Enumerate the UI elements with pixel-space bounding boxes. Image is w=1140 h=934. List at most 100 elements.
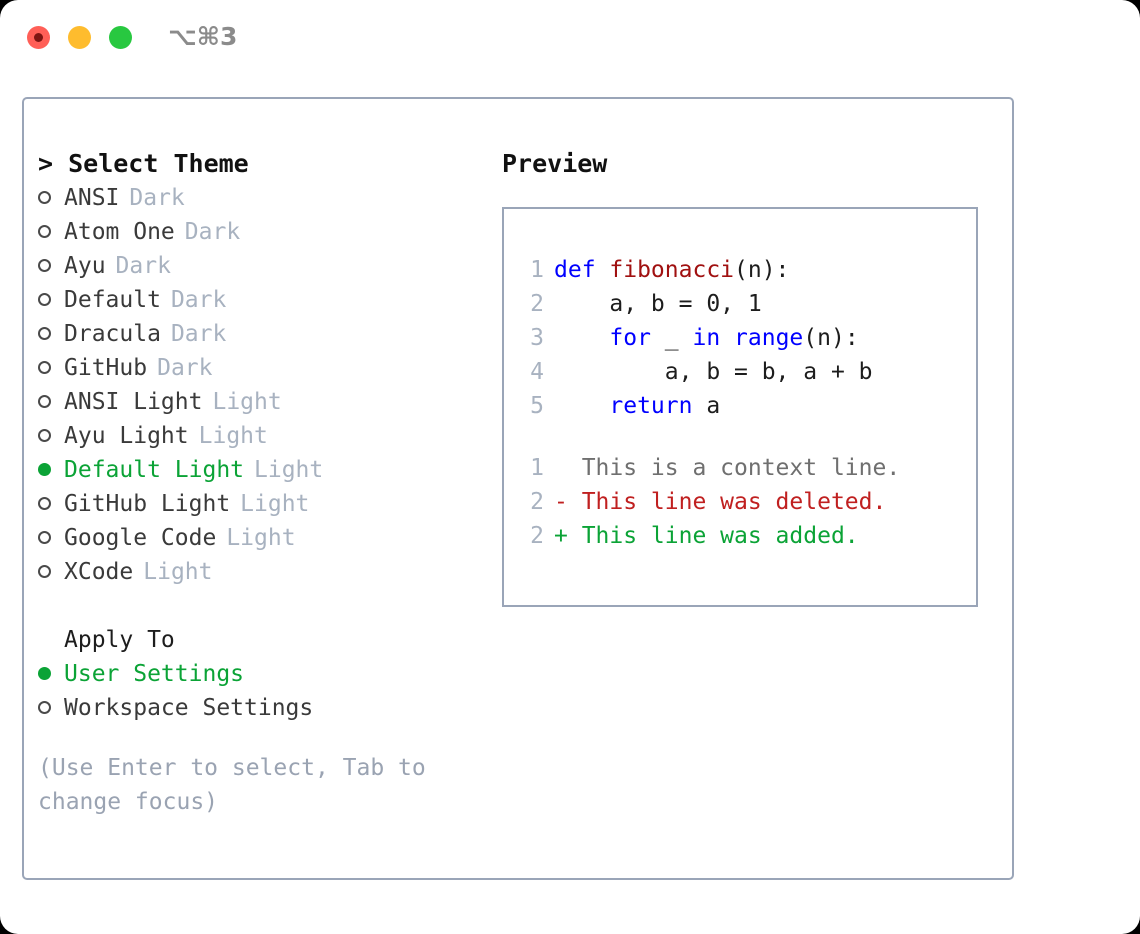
radio-unselected-icon	[38, 565, 51, 578]
apply-to-option-0[interactable]: User Settings	[38, 657, 498, 691]
theme-variant-badge: Light	[226, 525, 296, 551]
diff-line: 2 + This line was added.	[518, 519, 970, 553]
radio-unselected-icon	[38, 327, 51, 340]
theme-option-label: Ayu	[64, 253, 106, 279]
diff-gap	[518, 423, 970, 451]
close-button-icon[interactable]	[27, 26, 50, 49]
line-number: 2	[530, 489, 544, 515]
line-number: 1	[530, 257, 544, 283]
radio-marker	[38, 181, 64, 215]
theme-option-5[interactable]: GitHub Dark	[38, 351, 498, 385]
theme-variant-badge: Light	[254, 457, 324, 483]
radio-marker	[38, 453, 64, 487]
radio-marker	[38, 385, 64, 419]
theme-variant-badge: Light	[240, 491, 310, 517]
radio-marker	[38, 555, 64, 589]
theme-option-10[interactable]: Google Code Light	[38, 521, 498, 555]
code-token: (n):	[803, 325, 859, 351]
line-number: 4	[530, 359, 544, 385]
theme-variant-badge: Dark	[170, 287, 227, 313]
theme-variant-badge: Dark	[115, 253, 171, 279]
theme-option-label: GitHub Light	[64, 491, 231, 517]
diff-line: 1 This is a context line.	[518, 451, 970, 485]
preview-title: Preview	[502, 149, 608, 178]
theme-option-1[interactable]: Atom One Dark	[38, 215, 498, 249]
code-token: range	[734, 325, 804, 351]
radio-unselected-icon	[38, 259, 51, 272]
radio-unselected-icon	[38, 701, 51, 714]
apply-to-option-label: Workspace Settings	[64, 695, 314, 721]
apply-to-header: Apply To	[64, 627, 175, 653]
radio-unselected-icon	[38, 293, 51, 306]
theme-option-label: Ayu Light	[64, 423, 189, 449]
code-token: for	[609, 325, 651, 351]
column-spacer	[38, 589, 498, 623]
radio-marker	[38, 249, 64, 283]
radio-marker	[38, 691, 64, 725]
theme-option-label: Google Code	[64, 525, 217, 551]
radio-unselected-icon	[38, 531, 51, 544]
radio-selected-icon	[38, 463, 51, 476]
radio-marker	[38, 317, 64, 351]
theme-option-label: GitHub	[64, 355, 148, 381]
code-token: (n):	[734, 257, 790, 283]
code-token: def	[554, 257, 610, 283]
radio-marker	[38, 487, 64, 521]
theme-option-label: Atom One	[64, 219, 175, 245]
radio-unselected-icon	[38, 191, 51, 204]
minimize-button-icon[interactable]	[68, 26, 91, 49]
radio-unselected-icon	[38, 361, 51, 374]
radio-marker	[38, 351, 64, 385]
code-token: fibonacci	[609, 257, 735, 283]
code-token: a	[692, 393, 721, 419]
apply-to-option-1[interactable]: Workspace Settings	[38, 691, 498, 725]
code-line: 4 a, b = b, a + b	[518, 355, 970, 389]
code-token: _	[650, 325, 693, 351]
theme-variant-badge: Dark	[157, 355, 213, 381]
theme-variant-badge: Dark	[184, 219, 241, 245]
keyboard-hint-text: (Use Enter to select, Tab to change focu…	[38, 755, 440, 815]
line-number: 2	[530, 291, 544, 317]
theme-variant-badge: Dark	[170, 321, 227, 347]
code-line: 5 return a	[518, 389, 970, 423]
diff-sample: 1 This is a context line.2- This line wa…	[518, 451, 970, 553]
diff-text: This is a context line.	[554, 455, 901, 481]
radio-marker	[38, 283, 64, 317]
code-line: 1 def fibonacci(n):	[518, 253, 970, 287]
code-token	[554, 393, 609, 419]
radio-marker	[38, 419, 64, 453]
title-bar: ⌥⌘3	[0, 0, 1140, 78]
line-number: 2	[530, 523, 544, 549]
code-line: 2 a, b = 0, 1	[518, 287, 970, 321]
theme-option-label: ANSI	[64, 185, 120, 211]
theme-option-label: Dracula	[64, 321, 161, 347]
radio-unselected-icon	[38, 395, 51, 408]
theme-option-4[interactable]: Dracula Dark	[38, 317, 498, 351]
radio-marker	[38, 521, 64, 555]
theme-option-label: ANSI Light	[64, 389, 203, 415]
theme-option-9[interactable]: GitHub Light Light	[38, 487, 498, 521]
radio-unselected-icon	[38, 225, 51, 238]
line-number: 5	[530, 393, 544, 419]
diff-text: + This line was added.	[554, 523, 859, 549]
maximize-button-icon[interactable]	[109, 26, 132, 49]
line-number: 3	[530, 325, 544, 351]
keyboard-shortcut-label: ⌥⌘3	[168, 22, 238, 51]
theme-option-2[interactable]: Ayu Dark	[38, 249, 498, 283]
radio-marker	[38, 215, 64, 249]
theme-option-label: XCode	[64, 559, 134, 585]
apply-to-option-label: User Settings	[64, 661, 245, 687]
